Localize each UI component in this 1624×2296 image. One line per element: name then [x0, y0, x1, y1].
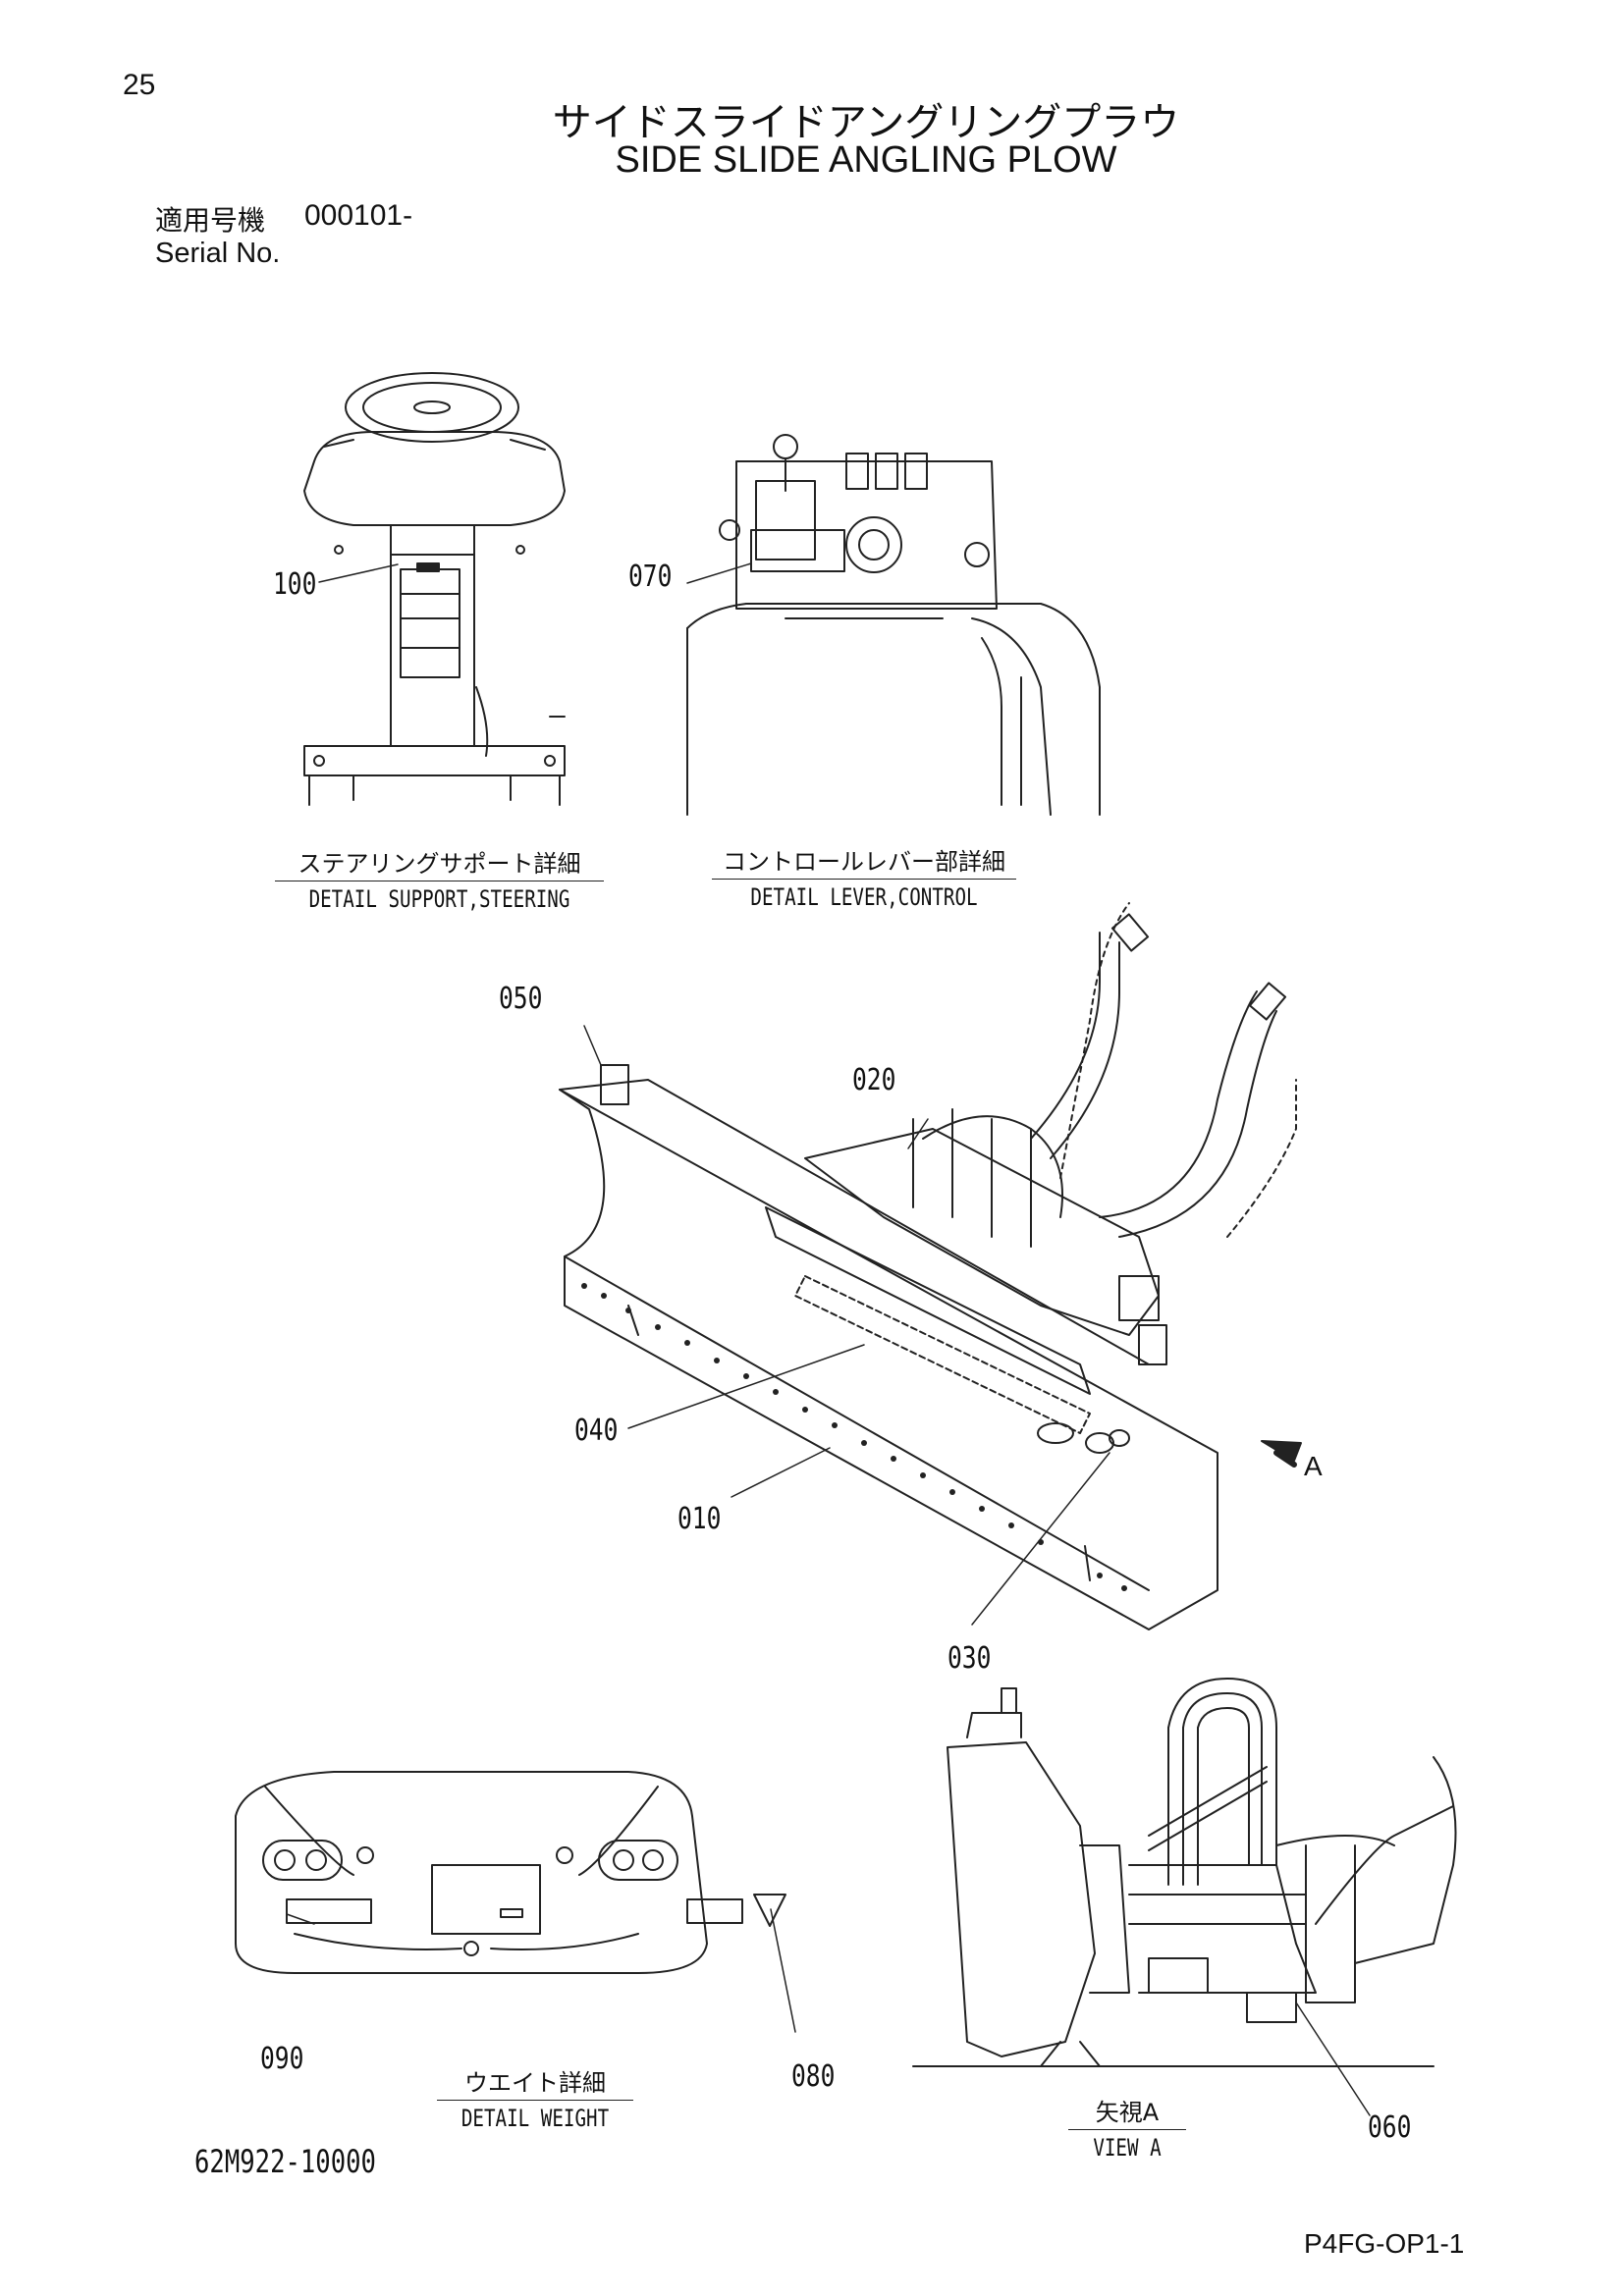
serial-label-japanese: 適用号機 [155, 204, 266, 237]
caption-view-a-en: VIEW A [1093, 2134, 1162, 2162]
callout-040: 040 [574, 1414, 619, 1448]
callout-100: 100 [273, 567, 317, 602]
caption-steering-support-en: DETAIL SUPPORT,STEERING [308, 885, 570, 913]
callout-080: 080 [791, 2059, 836, 2094]
steering-support-drawing [303, 372, 566, 806]
page-number: 25 [123, 69, 156, 101]
blade-bolt-holes [581, 1283, 1127, 1591]
control-lever-drawing [686, 434, 1101, 816]
caption-view-a-jp: 矢視A [1068, 2093, 1186, 2130]
caption-steering-support-jp: ステアリングサポート詳細 [275, 844, 604, 881]
caption-weight-en: DETAIL WEIGHT [460, 2105, 610, 2132]
weight-drawing [235, 1771, 786, 1974]
serial-label-english: Serial No. [155, 238, 281, 269]
title-english: SIDE SLIDE ANGLING PLOW [615, 139, 1117, 181]
view-a-arrow-label: A [1304, 1451, 1323, 1481]
caption-weight-jp: ウエイト詳細 [437, 2063, 633, 2101]
caption-control-lever-en: DETAIL LEVER,CONTROL [750, 883, 978, 911]
caption-steering-support: ステアリングサポート詳細 DETAIL SUPPORT,STEERING [275, 844, 604, 913]
page-identifier: P4FG-OP1-1 [1304, 2228, 1465, 2259]
callout-070: 070 [628, 560, 673, 594]
drawing-number: 62M922-10000 [194, 2143, 376, 2180]
serial-number-value: 000101- [304, 199, 413, 232]
callout-060: 060 [1368, 2110, 1412, 2145]
leader-lines [286, 562, 1371, 2116]
caption-weight: ウエイト詳細 DETAIL WEIGHT [437, 2063, 633, 2132]
caption-view-a: 矢視A VIEW A [1068, 2093, 1186, 2162]
caption-control-lever: コントロールレバー部詳細 DETAIL LEVER,CONTROL [712, 842, 1016, 911]
title-japanese: サイドスライドアングリングプラウ [552, 100, 1180, 145]
callout-020: 020 [852, 1063, 896, 1097]
callout-030: 030 [947, 1641, 992, 1676]
view-a-drawing [912, 1678, 1457, 2067]
callout-050: 050 [499, 982, 543, 1016]
plow-assembly-drawing [559, 902, 1302, 1630]
callout-010: 010 [677, 1502, 722, 1536]
caption-control-lever-jp: コントロールレバー部詳細 [712, 842, 1016, 880]
callout-090: 090 [260, 2042, 304, 2076]
